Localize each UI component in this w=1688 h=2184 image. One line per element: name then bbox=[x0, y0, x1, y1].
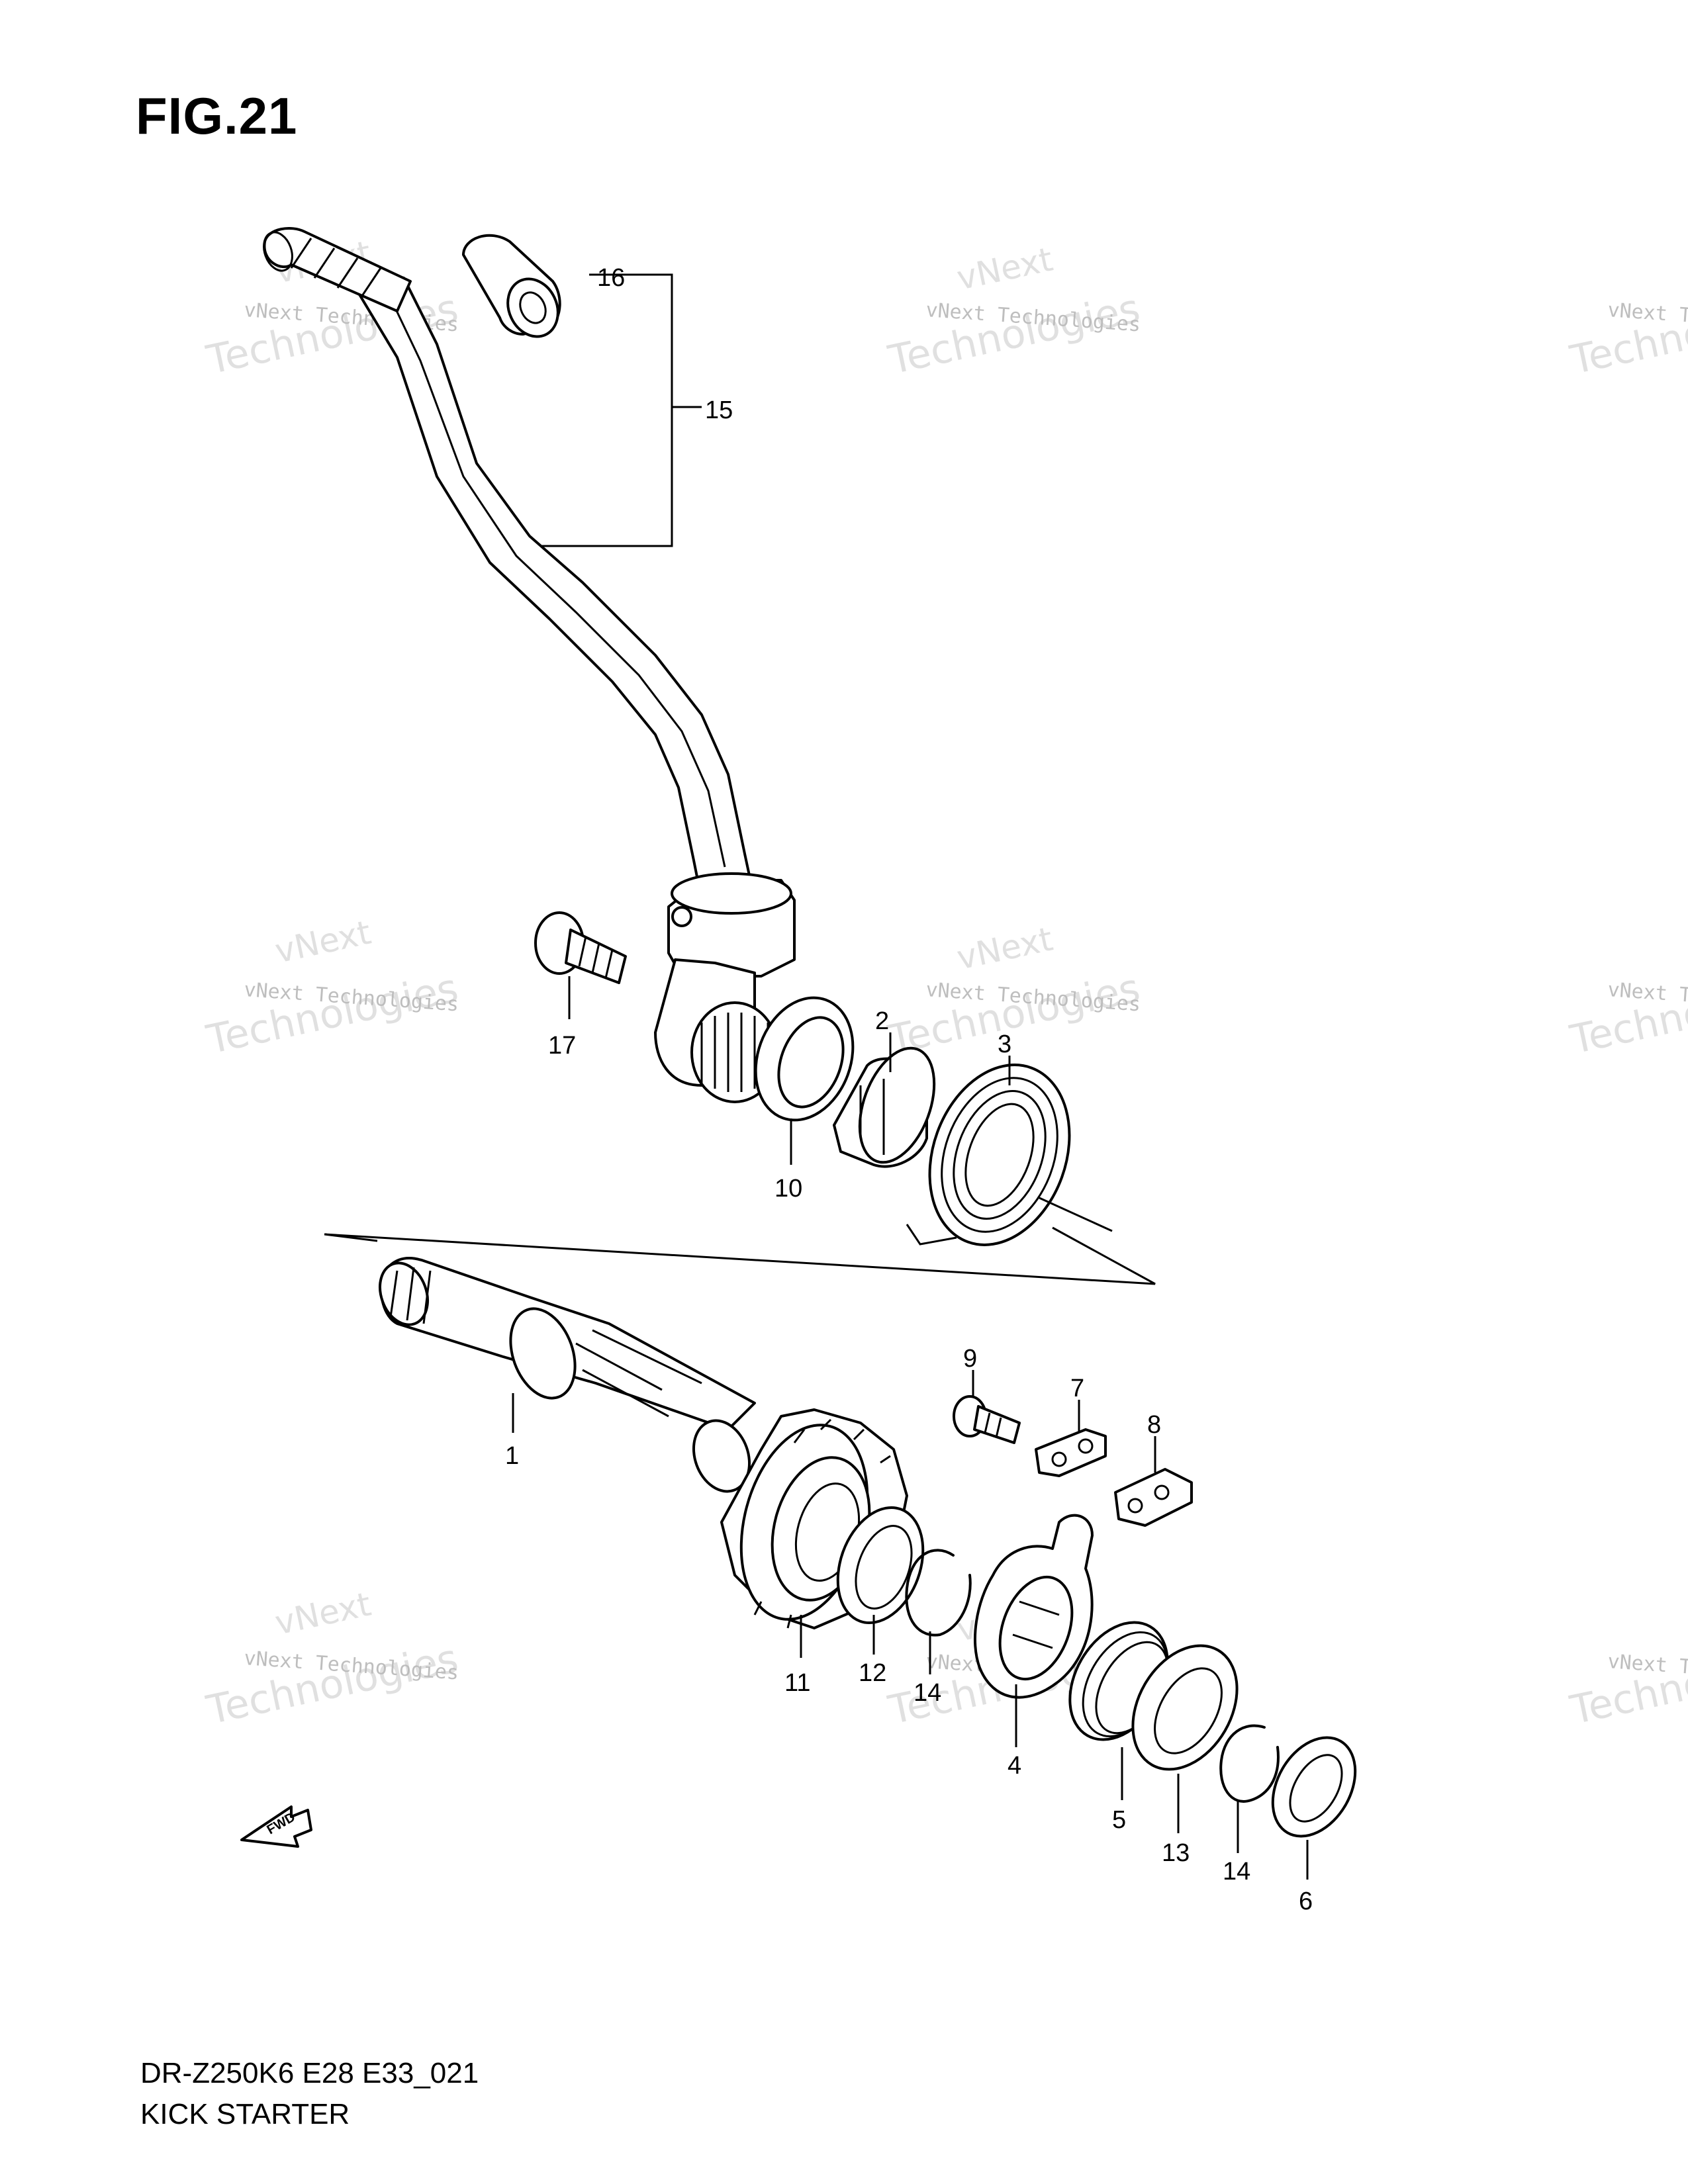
callout-14-upper: 14 bbox=[914, 1679, 941, 1707]
callout-8: 8 bbox=[1147, 1411, 1161, 1439]
callout-16: 16 bbox=[597, 264, 625, 292]
watermark-text: vNext bbox=[953, 920, 1056, 978]
kick-starter-lever bbox=[263, 227, 796, 1103]
washer-part bbox=[836, 1506, 925, 1625]
kick-cap-part bbox=[462, 234, 561, 338]
watermark-mid-right: vNext Technologies Technologies bbox=[1566, 965, 1688, 1064]
watermark-top-right: vNext Technologies Technologies bbox=[1566, 285, 1688, 384]
lever-arm-edge bbox=[386, 291, 726, 868]
kick-starter-ratchet-part bbox=[973, 1514, 1094, 1699]
watermark-top-center: vNext vNext Technologies Technologies bbox=[884, 240, 1145, 384]
bush-part bbox=[754, 996, 855, 1122]
callout-3: 3 bbox=[998, 1030, 1011, 1058]
watermark-low-right: vNext Technologies Technologies bbox=[1566, 1635, 1688, 1734]
callout-7: 7 bbox=[1070, 1375, 1084, 1402]
watermark-text: Technologies bbox=[884, 285, 1145, 384]
leader-lines bbox=[512, 273, 1309, 1880]
guide-part bbox=[833, 1046, 936, 1168]
watermark-text: Technologies bbox=[203, 965, 463, 1064]
lever-arm bbox=[356, 270, 756, 901]
callout-15: 15 bbox=[705, 396, 733, 424]
callout-2: 2 bbox=[875, 1007, 889, 1035]
callout-11: 11 bbox=[784, 1669, 810, 1697]
callout-17: 17 bbox=[548, 1032, 576, 1060]
bracket-leader-15-16 bbox=[541, 273, 673, 547]
callout-1: 1 bbox=[505, 1442, 519, 1470]
assembly-guide-line bbox=[324, 1226, 1156, 1285]
section-title: KICK STARTER bbox=[140, 2098, 350, 2130]
watermark-text: vNext bbox=[271, 913, 374, 971]
circlip-lower-part bbox=[1219, 1724, 1280, 1803]
stopper-plate-part bbox=[1114, 1468, 1193, 1527]
kick-shaft-part bbox=[379, 1257, 756, 1493]
watermark-text: vNext bbox=[271, 1585, 374, 1643]
callout-14-lower: 14 bbox=[1223, 1858, 1250, 1886]
callout-5: 5 bbox=[1112, 1806, 1126, 1834]
forward-direction-arrow: FWD bbox=[240, 1805, 312, 1848]
lever-grip bbox=[263, 227, 412, 312]
callout-6: 6 bbox=[1299, 1888, 1313, 1915]
circlip-upper-part bbox=[905, 1549, 972, 1637]
kick-lever-bolt bbox=[534, 911, 627, 984]
washer-6-part bbox=[1271, 1736, 1357, 1838]
return-spring-part bbox=[906, 1064, 1113, 1246]
callout-12: 12 bbox=[859, 1659, 886, 1687]
washer-13-part bbox=[1131, 1644, 1239, 1771]
callout-4: 4 bbox=[1008, 1752, 1021, 1780]
model-code: DR-Z250K6 E28 E33_021 bbox=[140, 2057, 479, 2089]
watermark-group: vNext vNext Technologies Technologies vN… bbox=[203, 234, 1688, 1734]
callout-13: 13 bbox=[1162, 1839, 1190, 1867]
watermark-mid-left: vNext vNext Technologies Technologies bbox=[203, 913, 463, 1064]
callout-labels: 16 15 17 10 2 3 9 7 8 1 11 12 14 4 5 13 … bbox=[505, 264, 1313, 1915]
watermark-text: Technologies bbox=[884, 965, 1145, 1064]
watermark-mid-center: vNext vNext Technologies Technologies bbox=[884, 920, 1145, 1064]
guide-plate-part bbox=[1035, 1428, 1107, 1477]
lever-boss bbox=[654, 872, 796, 1103]
callout-10: 10 bbox=[774, 1175, 802, 1203]
callout-9: 9 bbox=[963, 1345, 977, 1373]
figure-label: FIG.21 bbox=[136, 87, 298, 145]
watermark-text: Technologies bbox=[1566, 1635, 1688, 1734]
watermark-text: vNext bbox=[953, 240, 1056, 298]
guide-bolt-part bbox=[953, 1395, 1021, 1444]
watermark-text: Technologies bbox=[203, 1635, 463, 1734]
watermark-low-left: vNext vNext Technologies Technologies bbox=[203, 1585, 463, 1734]
